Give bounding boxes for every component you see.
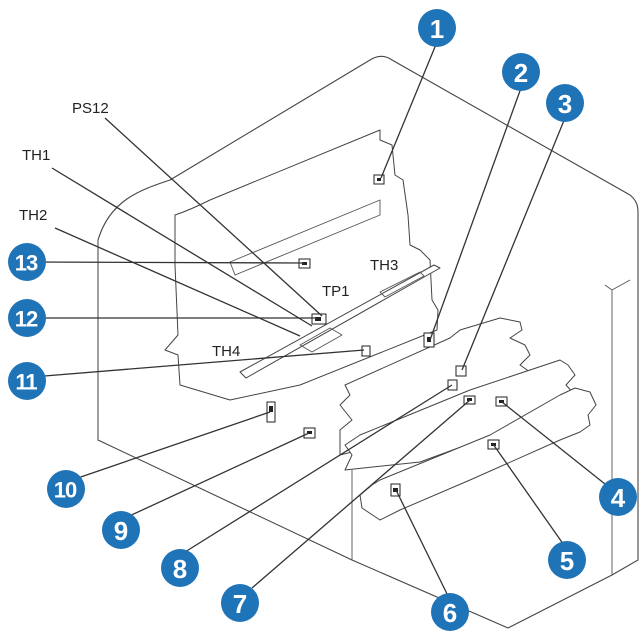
leader-5	[492, 443, 567, 549]
callout-2-number: 2	[514, 58, 528, 88]
leader-7	[251, 399, 471, 589]
callout-11-number: 11	[15, 370, 37, 395]
sensor-part-2	[423, 332, 435, 348]
leader-th1	[51, 167, 313, 327]
label-ps12: PS12	[72, 100, 109, 117]
callout-6: 6	[431, 593, 469, 631]
callout-7: 7	[221, 584, 259, 622]
callout-13-number: 13	[15, 251, 38, 276]
label-th2: TH2	[19, 207, 47, 224]
callout-5: 5	[548, 541, 586, 579]
callout-11: 11	[8, 362, 46, 400]
leader-8	[184, 384, 453, 553]
lower-frame	[359, 387, 597, 521]
callout-1-number: 1	[430, 14, 444, 44]
callout-4: 4	[599, 478, 637, 516]
callout-8: 8	[161, 549, 199, 587]
sensor-part-10	[266, 401, 276, 423]
callout-3: 3	[546, 84, 584, 122]
fuser-assembly	[239, 264, 441, 379]
part-labels: PS12 TH1 TH2 TH3 TP1 TH4	[19, 100, 398, 360]
callout-6-number: 6	[443, 598, 457, 628]
callout-1: 1	[418, 9, 456, 47]
sensor-part-12	[311, 313, 327, 325]
label-th1: TH1	[22, 147, 50, 164]
leader-13	[31, 261, 305, 264]
sensor-part-3	[455, 365, 467, 377]
leader-6	[395, 489, 451, 601]
sensor-part-4	[495, 396, 508, 407]
callout-10: 10	[47, 470, 85, 508]
callout-badges: 1 2 3 4 5 6 7 8 9 10 11 12 13	[8, 9, 637, 631]
callout-5-number: 5	[560, 546, 574, 576]
callout-13: 13	[8, 243, 46, 281]
sensor-part-1	[373, 174, 385, 185]
leader-10	[71, 411, 271, 481]
callout-3-number: 3	[558, 89, 572, 119]
callout-7-number: 7	[233, 589, 247, 619]
leader-th2	[54, 227, 301, 337]
leader-9	[124, 432, 310, 519]
sensor-part-9	[303, 427, 316, 439]
leader-11	[31, 349, 365, 378]
callout-8-number: 8	[173, 554, 187, 584]
leader-4	[501, 401, 606, 485]
label-th4: TH4	[212, 343, 240, 360]
label-th3: TH3	[370, 257, 398, 274]
sensor-part-8	[447, 379, 458, 391]
leader-1	[380, 41, 438, 179]
callout-12-number: 12	[15, 307, 38, 332]
callout-9: 9	[102, 511, 140, 549]
sensor-part-11	[361, 345, 371, 357]
callout-10-number: 10	[54, 478, 77, 503]
callout-12: 12	[8, 299, 46, 337]
leader-2	[429, 87, 522, 341]
label-tp1: TP1	[322, 283, 350, 300]
sensor-part-6	[390, 483, 401, 497]
leader-ps12	[104, 117, 323, 317]
leader-lines	[31, 41, 606, 601]
callout-9-number: 9	[114, 516, 128, 546]
callout-2: 2	[502, 53, 540, 91]
callout-4-number: 4	[611, 483, 626, 513]
leader-3	[461, 117, 566, 371]
